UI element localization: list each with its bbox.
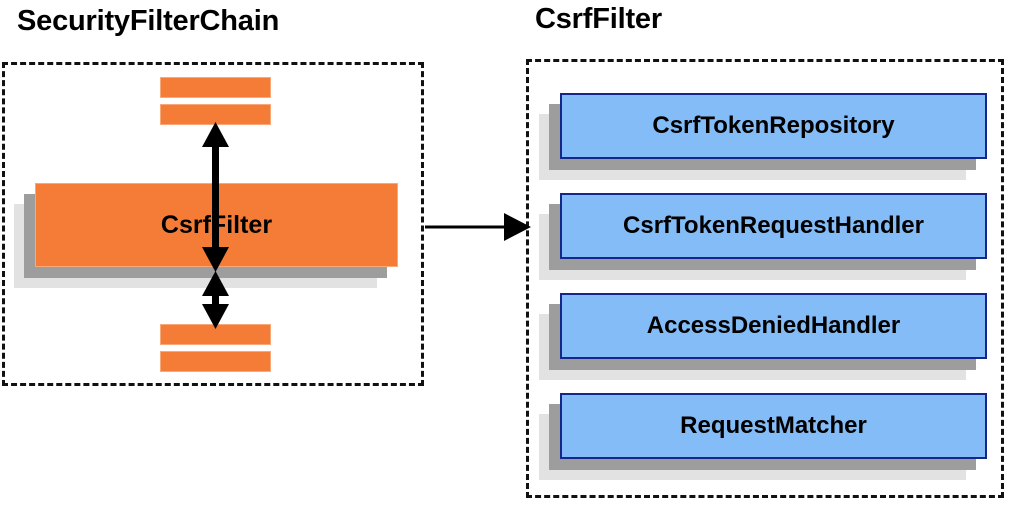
csrf-filter-container xyxy=(526,59,1004,498)
page-title-security-filter-chain: SecurityFilterChain xyxy=(17,5,280,37)
filter-bar-below-2 xyxy=(160,351,271,372)
collaborator-csrf-token-repository[interactable]: CsrfTokenRepository xyxy=(539,93,987,180)
collaborator-label: AccessDeniedHandler xyxy=(560,293,987,359)
filter-bar-below-1 xyxy=(160,324,271,345)
filter-bar-above-1 xyxy=(160,77,271,98)
csrf-filter-box[interactable]: CsrfFilter xyxy=(14,183,398,288)
csrf-filter-box-label: CsrfFilter xyxy=(35,183,398,267)
filter-bar-above-2 xyxy=(160,104,271,125)
collaborator-access-denied-handler[interactable]: AccessDeniedHandler xyxy=(539,293,987,380)
connector-cross-panel-arrow xyxy=(425,213,531,241)
collaborator-csrf-token-request-handler[interactable]: CsrfTokenRequestHandler xyxy=(539,193,987,280)
collaborator-request-matcher[interactable]: RequestMatcher xyxy=(539,393,987,480)
page-title-csrf-filter: CsrfFilter xyxy=(535,3,662,35)
collaborator-label: CsrfTokenRepository xyxy=(560,93,987,159)
collaborator-label: RequestMatcher xyxy=(560,393,987,459)
collaborator-label: CsrfTokenRequestHandler xyxy=(560,193,987,259)
security-filter-chain-container xyxy=(2,62,424,386)
